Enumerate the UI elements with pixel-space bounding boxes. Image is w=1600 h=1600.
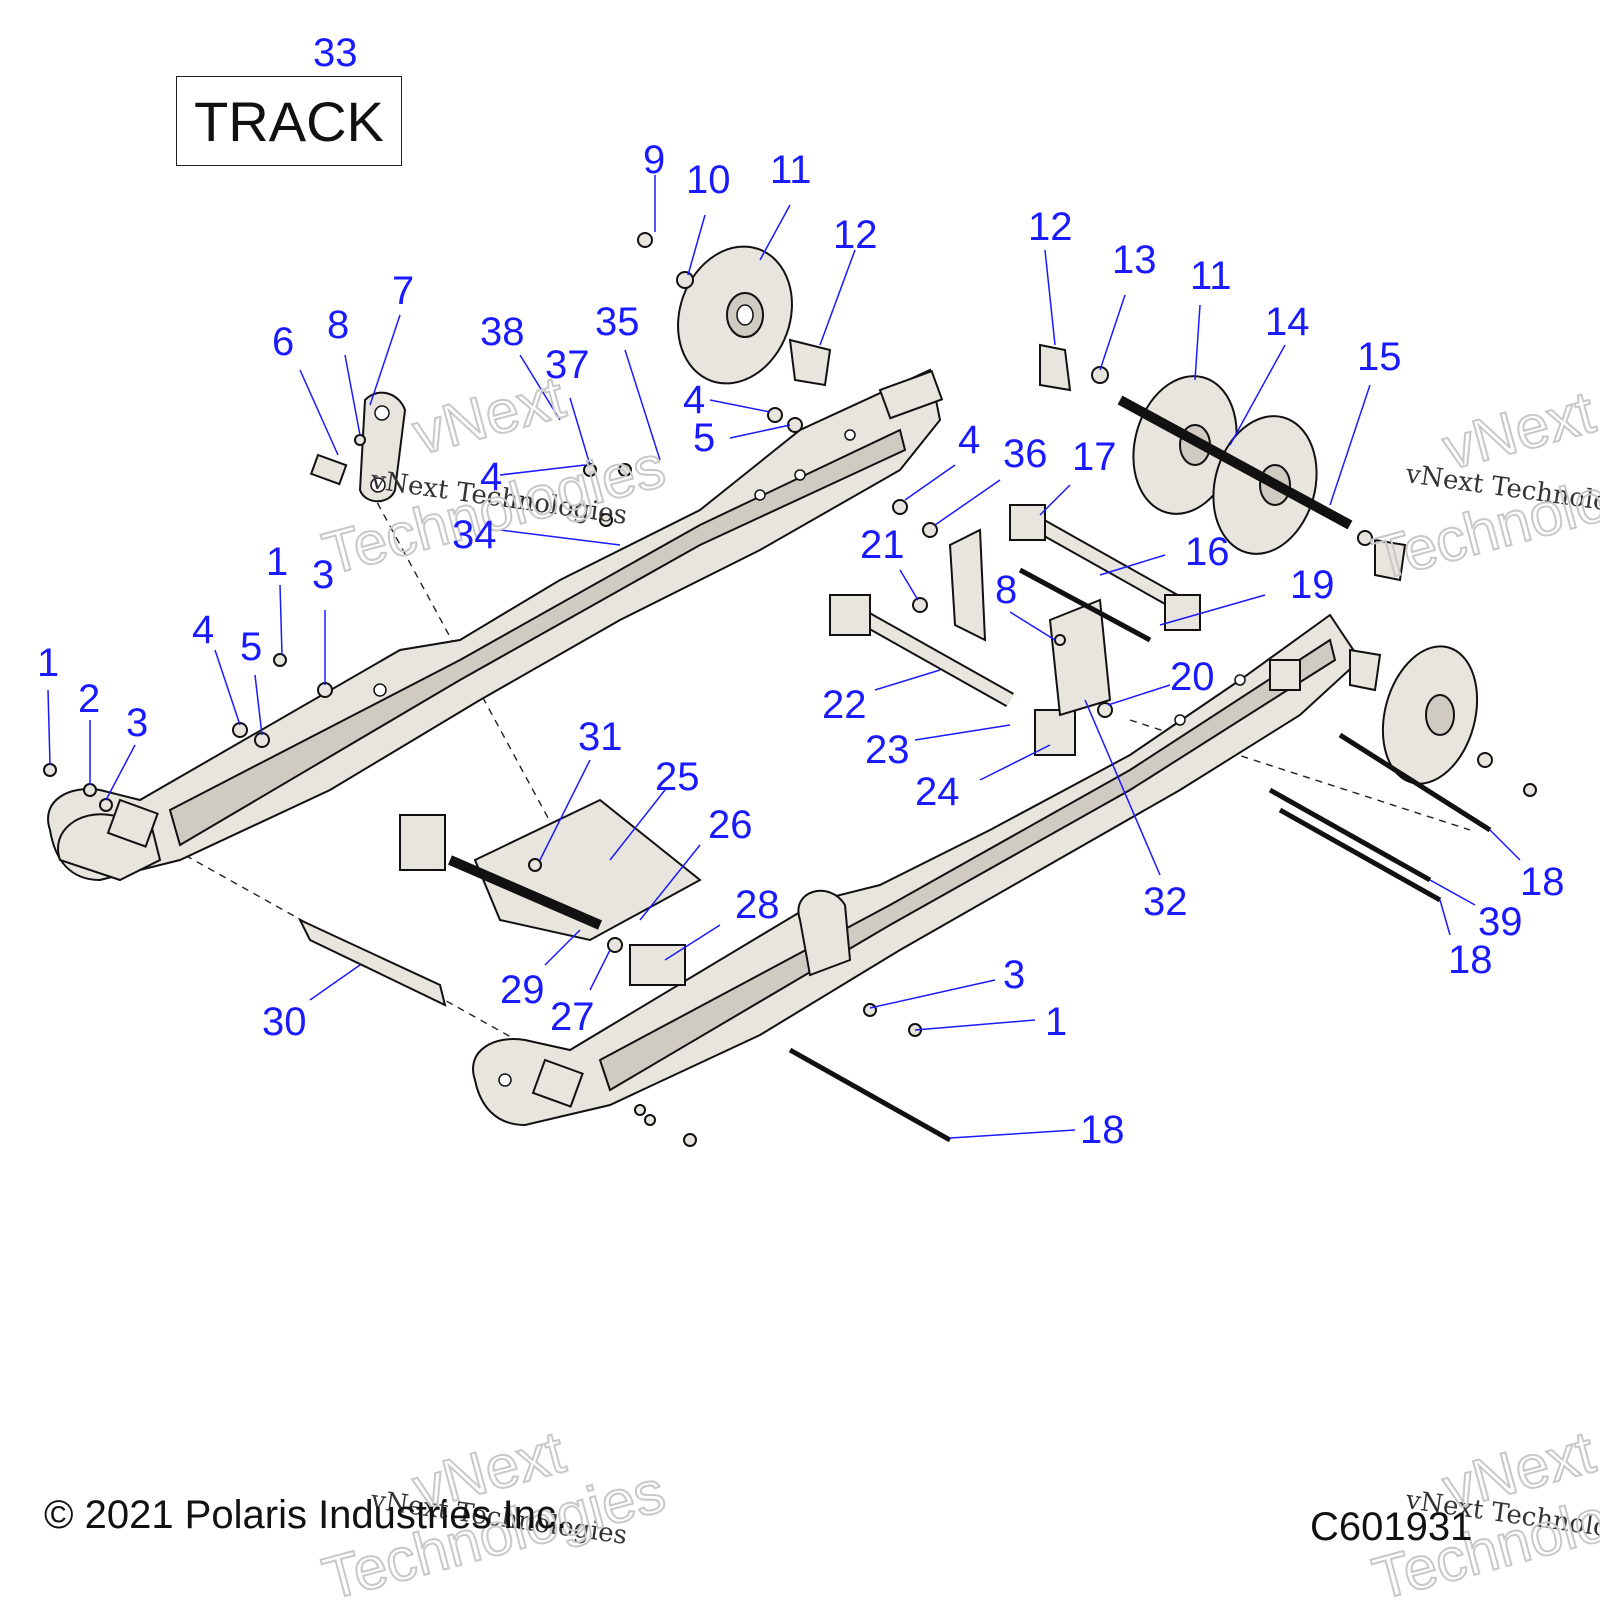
callout-9: 9	[643, 138, 665, 182]
callout-21: 21	[860, 523, 905, 567]
callout-8: 8	[327, 303, 349, 347]
callout-30: 30	[262, 1000, 307, 1044]
leader-lines	[47, 175, 1521, 1139]
spacer-12-left	[788, 338, 832, 387]
callout-32: 32	[1143, 880, 1188, 924]
figure-code: C601931	[1310, 1505, 1473, 1549]
callout-31: 31	[578, 715, 623, 759]
callout-10: 10	[686, 158, 731, 202]
spacer-12-right-bottom	[1374, 538, 1407, 582]
callout-5: 5	[693, 416, 715, 460]
shaft-22	[829, 594, 1076, 756]
callout-14: 14	[1265, 300, 1310, 344]
track-label-box: TRACK	[176, 76, 402, 166]
bolt-19	[1018, 567, 1152, 643]
callout-37: 37	[545, 343, 590, 387]
pivot-arm-assembly	[297, 798, 702, 1007]
callout-7: 7	[392, 269, 414, 313]
callout-16: 16	[1185, 530, 1230, 574]
callout-39: 39	[1478, 900, 1523, 944]
copyright-text: © 2021 Polaris Industries Inc.	[44, 1493, 568, 1537]
callout-12: 12	[1028, 205, 1073, 249]
callout-13: 13	[1112, 238, 1157, 282]
callout-4: 4	[958, 418, 980, 462]
callout-18: 18	[1520, 860, 1565, 904]
spacer-12-right-top	[1039, 343, 1072, 392]
callout-11: 11	[770, 148, 812, 192]
idler-axle-15	[1117, 395, 1353, 530]
callout-11: 11	[1190, 254, 1232, 298]
callout-12: 12	[833, 213, 878, 257]
callout-5: 5	[240, 625, 262, 669]
callout-35: 35	[595, 300, 640, 344]
spacer-rear	[1349, 648, 1382, 692]
callout-3: 3	[312, 553, 334, 597]
callout-3: 3	[1003, 953, 1025, 997]
callout-18: 18	[1448, 938, 1493, 982]
fasteners	[43, 232, 1537, 1147]
callout-6: 6	[272, 320, 294, 364]
callout-18: 18	[1080, 1108, 1125, 1152]
callout-numbers: 33 1 2 3 4 5 1 3 6 8 7 38 37 35 4 34 9 1…	[37, 31, 1565, 1152]
callout-2: 2	[78, 677, 100, 721]
callout-22: 22	[822, 683, 867, 727]
callout-1: 1	[1045, 1000, 1067, 1044]
callout-20: 20	[1170, 655, 1215, 699]
callout-3: 3	[126, 701, 148, 745]
callout-19: 19	[1290, 563, 1335, 607]
callout-1: 1	[37, 641, 59, 685]
callout-17: 17	[1072, 435, 1117, 479]
callout-33: 33	[313, 31, 358, 75]
callout-36: 36	[1003, 432, 1048, 476]
callout-29: 29	[500, 968, 545, 1012]
idler-wheel-rear	[1381, 645, 1479, 785]
left-rail	[47, 368, 944, 882]
callout-28: 28	[735, 883, 780, 927]
callout-15: 15	[1357, 335, 1402, 379]
callout-1: 1	[266, 540, 288, 584]
callout-4: 4	[480, 455, 502, 499]
callout-4: 4	[192, 608, 214, 652]
long-bolts	[788, 732, 1492, 1143]
track-label: TRACK	[194, 89, 384, 153]
callout-4: 4	[683, 378, 705, 422]
bracket-32	[948, 528, 1112, 717]
callout-24: 24	[915, 770, 960, 814]
alignment-lines	[139, 479, 1471, 1071]
callout-38: 38	[480, 310, 525, 354]
front-link-7	[309, 391, 407, 503]
right-rail	[472, 613, 1362, 1127]
callout-27: 27	[550, 995, 595, 1039]
shaft-16	[1009, 504, 1201, 631]
callout-26: 26	[708, 803, 753, 847]
watermark-outline-2a: vNext	[1436, 378, 1600, 482]
callout-8: 8	[995, 568, 1017, 612]
callout-23: 23	[865, 728, 910, 772]
idler-wheel-upper-left	[677, 245, 793, 385]
callout-34: 34	[452, 513, 497, 557]
callout-25: 25	[655, 755, 700, 799]
